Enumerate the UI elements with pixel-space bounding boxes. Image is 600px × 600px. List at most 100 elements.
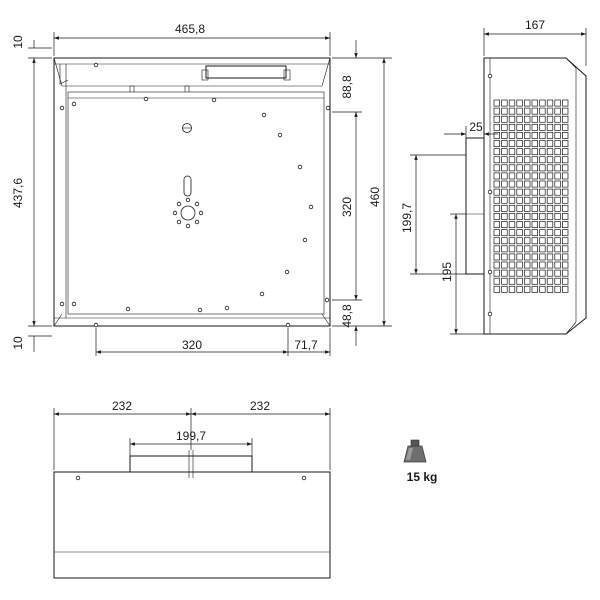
grille-cell — [493, 229, 500, 237]
grille-cell — [531, 285, 538, 293]
grille-cell — [546, 140, 554, 147]
grille-cell — [554, 156, 561, 164]
grille-cell — [508, 164, 516, 172]
grille-cell — [562, 172, 569, 180]
grille-cell — [539, 213, 546, 220]
grille-cell — [531, 107, 538, 115]
grille-cell — [524, 132, 531, 139]
grille-cell — [554, 269, 561, 277]
grille-cell — [524, 221, 531, 228]
grille-cell — [493, 188, 500, 196]
grille-cell — [516, 204, 523, 212]
grille-cell — [554, 237, 561, 245]
dim-label-right-bottom: 48,8 — [340, 304, 354, 328]
grille-cell — [501, 204, 508, 212]
dim-flange: 25 — [444, 120, 498, 138]
dim-label-height-left: 437,6 — [11, 178, 25, 208]
grille-cell — [508, 213, 516, 220]
grille-cell — [539, 285, 546, 293]
grille-cell — [546, 221, 554, 228]
grille-cell — [531, 164, 538, 172]
grille-cell — [493, 221, 500, 228]
grille-cell — [516, 261, 523, 269]
grille-cell — [562, 180, 569, 188]
grille-cell — [493, 269, 500, 277]
grille-cell — [508, 237, 516, 245]
grille-cell — [539, 245, 546, 253]
grille-cell — [531, 204, 538, 212]
grille-cell — [562, 164, 569, 172]
grille-cell — [562, 261, 569, 269]
front-view: 465,8 437,6 10 10 88,8 — [11, 22, 392, 356]
grille-cell — [493, 156, 500, 164]
grille-cell — [508, 229, 516, 237]
grille-cell — [531, 99, 538, 107]
grille-cell — [546, 261, 554, 269]
grille-cell — [524, 123, 531, 131]
grille-cell — [516, 253, 523, 261]
grille-cell — [554, 172, 561, 180]
grille-cell — [516, 285, 523, 293]
grille-cell — [508, 261, 516, 269]
grille-cell — [554, 180, 561, 188]
grille-cell — [562, 140, 569, 147]
grille-cell — [493, 132, 500, 139]
dim-label-bottom-right: 71,7 — [294, 338, 318, 352]
grille-cell — [501, 221, 508, 228]
dim-label-half-left: 232 — [112, 399, 132, 413]
dim-height-left: 437,6 10 10 — [11, 35, 52, 352]
grille-cell — [524, 269, 531, 277]
grille-cell — [493, 196, 500, 204]
grille-cell — [501, 213, 508, 220]
grille-cell — [531, 140, 538, 147]
grille-cell — [539, 204, 546, 212]
grille-cell — [501, 245, 508, 253]
grille-cell — [508, 277, 516, 285]
grille-cell — [531, 148, 538, 156]
grille-cell — [546, 245, 554, 253]
grille-cell — [493, 123, 500, 131]
grille-cell — [516, 172, 523, 180]
grille-cell — [554, 221, 561, 228]
dim-mount-width: 199,7 — [129, 429, 253, 456]
grille-cell — [539, 164, 546, 172]
grille-cell — [562, 253, 569, 261]
grille-cell — [554, 196, 561, 204]
grille-cell — [524, 188, 531, 196]
grille-cell — [546, 156, 554, 164]
grille-cell — [539, 237, 546, 245]
grille-cell — [493, 237, 500, 245]
bottom-housing-outline — [53, 471, 331, 579]
grille-cell — [516, 277, 523, 285]
grille-cell — [546, 285, 554, 293]
grille-cell — [524, 196, 531, 204]
grille-cell — [516, 115, 523, 123]
grille-cell — [531, 261, 538, 269]
grille-cell — [493, 107, 500, 115]
grille-cell — [531, 172, 538, 180]
grille-cell — [501, 107, 508, 115]
grille-cell — [554, 277, 561, 285]
grille-cell — [508, 196, 516, 204]
grille-cell — [546, 253, 554, 261]
grille-cell — [493, 285, 500, 293]
grille-cell — [516, 164, 523, 172]
grille-cell — [562, 156, 569, 164]
grille-cell — [546, 123, 554, 131]
dim-label-depth-top: 167 — [525, 18, 545, 32]
grille-cell — [546, 148, 554, 156]
grille-cell — [531, 115, 538, 123]
grille-cell — [562, 196, 569, 204]
grille-cell — [501, 180, 508, 188]
grille-cell — [501, 237, 508, 245]
grille-cell — [501, 261, 508, 269]
grille-cell — [539, 269, 546, 277]
grille-cell — [539, 115, 546, 123]
grille-cell — [554, 261, 561, 269]
grille-cell — [508, 285, 516, 293]
grille-cell — [524, 277, 531, 285]
grille-cell — [539, 172, 546, 180]
grille-cell — [554, 229, 561, 237]
grille-cell — [531, 237, 538, 245]
grille-cell — [546, 204, 554, 212]
